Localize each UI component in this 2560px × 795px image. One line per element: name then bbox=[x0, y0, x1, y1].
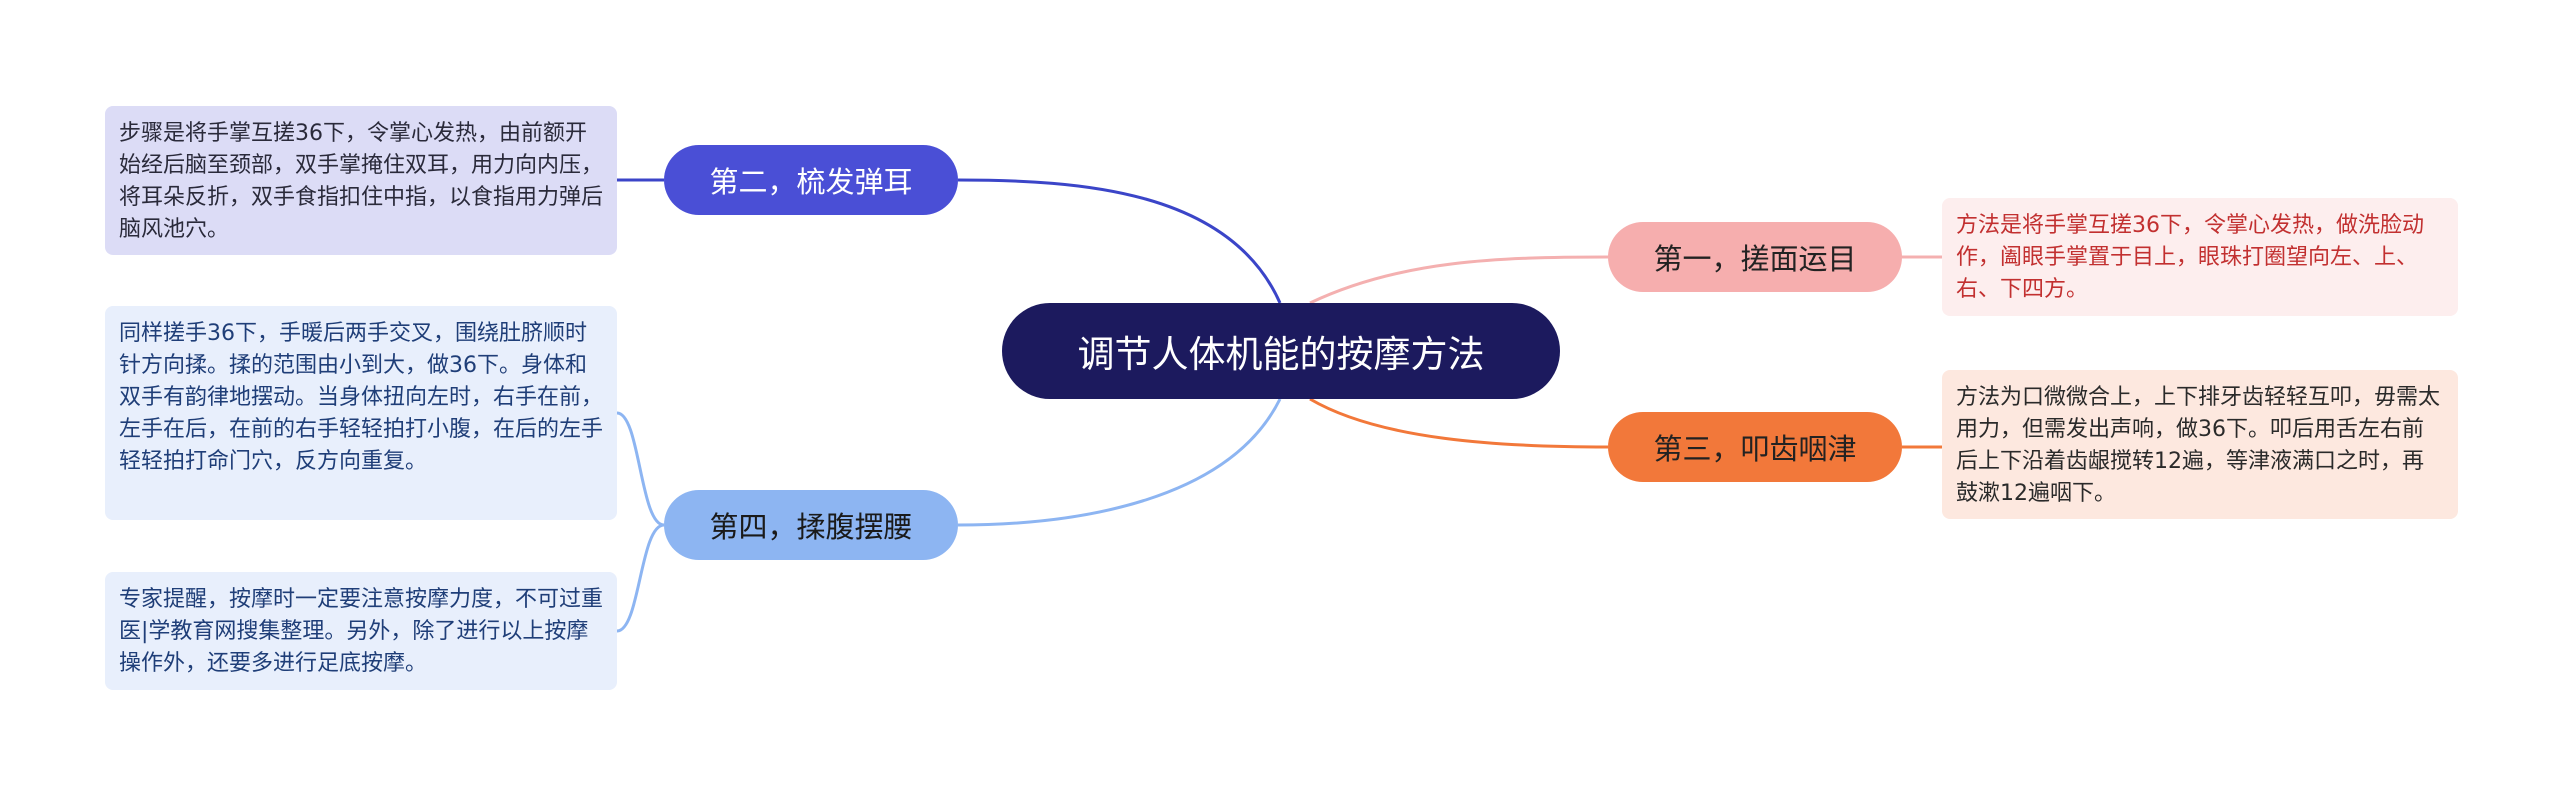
leaf-comb-hair-steps[interactable]: 步骤是将手掌互搓36下，令掌心发热，由前额开始经后脑至颈部，双手掌掩住双耳，用力… bbox=[105, 106, 617, 255]
connector-b4-leaf-a bbox=[616, 411, 665, 527]
branch-knead-abdomen-sway-waist[interactable]: 第四，揉腹摆腰 bbox=[664, 490, 958, 560]
connector-central-b1 bbox=[1309, 255, 1609, 305]
connector-central-b4 bbox=[957, 398, 1282, 527]
connector-b4-leaf-b bbox=[616, 523, 665, 633]
connector-central-b3 bbox=[1309, 397, 1609, 449]
connector-central-b2 bbox=[957, 178, 1282, 304]
leaf-rub-face-steps[interactable]: 方法是将手掌互搓36下，令掌心发热，做洗脸动作，阖眼手掌置于目上，眼珠打圈望向左… bbox=[1942, 198, 2458, 316]
leaf-expert-reminder[interactable]: 专家提醒，按摩时一定要注意按摩力度，不可过重医|学教育网搜集整理。另外，除了进行… bbox=[105, 572, 617, 690]
leaf-knead-abdomen-steps[interactable]: 同样搓手36下，手暖后两手交叉，围绕肚脐顺时针方向揉。揉的范围由小到大，做36下… bbox=[105, 306, 617, 520]
leaf-tap-teeth-steps[interactable]: 方法为口微微合上，上下排牙齿轻轻互叩，毋需太用力，但需发出声响，做36下。叩后用… bbox=[1942, 370, 2458, 519]
branch-rub-face-move-eyes[interactable]: 第一，搓面运目 bbox=[1608, 222, 1902, 292]
branch-tap-teeth-swallow-saliva[interactable]: 第三，叩齿咽津 bbox=[1608, 412, 1902, 482]
branch-comb-hair-flick-ears[interactable]: 第二，梳发弹耳 bbox=[664, 145, 958, 215]
central-topic[interactable]: 调节人体机能的按摩方法 bbox=[1002, 303, 1560, 399]
